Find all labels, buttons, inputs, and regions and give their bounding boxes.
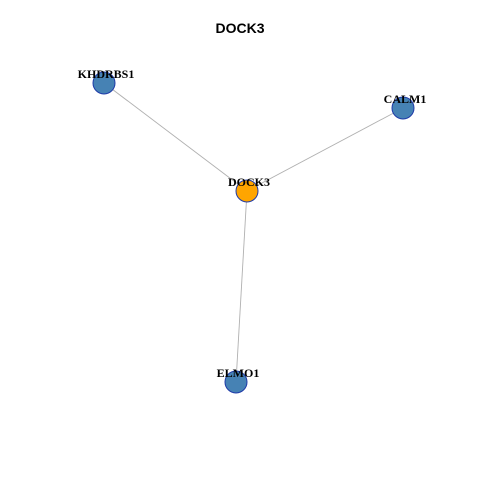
node-elmo1: ELMO1	[217, 366, 260, 394]
node-circle-khdrbs1	[92, 71, 116, 95]
edge-dock3-elmo1	[235, 190, 248, 383]
edge-dock3-calm1	[246, 107, 404, 192]
node-label-elmo1: ELMO1	[217, 366, 260, 380]
graph-title: DOCK3	[215, 20, 265, 36]
node-circle-elmo1	[224, 370, 248, 394]
node-dock3: DOCK3	[228, 175, 270, 203]
node-label-dock3: DOCK3	[228, 175, 270, 189]
node-circle-dock3	[235, 179, 259, 203]
node-label-calm1: CALM1	[384, 92, 427, 106]
node-label-khdrbs1: KHDRBS1	[78, 67, 135, 81]
edge-dock3-khdrbs1	[103, 82, 248, 192]
node-khdrbs1: KHDRBS1	[78, 67, 135, 95]
node-circle-calm1	[391, 96, 415, 120]
node-calm1: CALM1	[384, 92, 427, 120]
